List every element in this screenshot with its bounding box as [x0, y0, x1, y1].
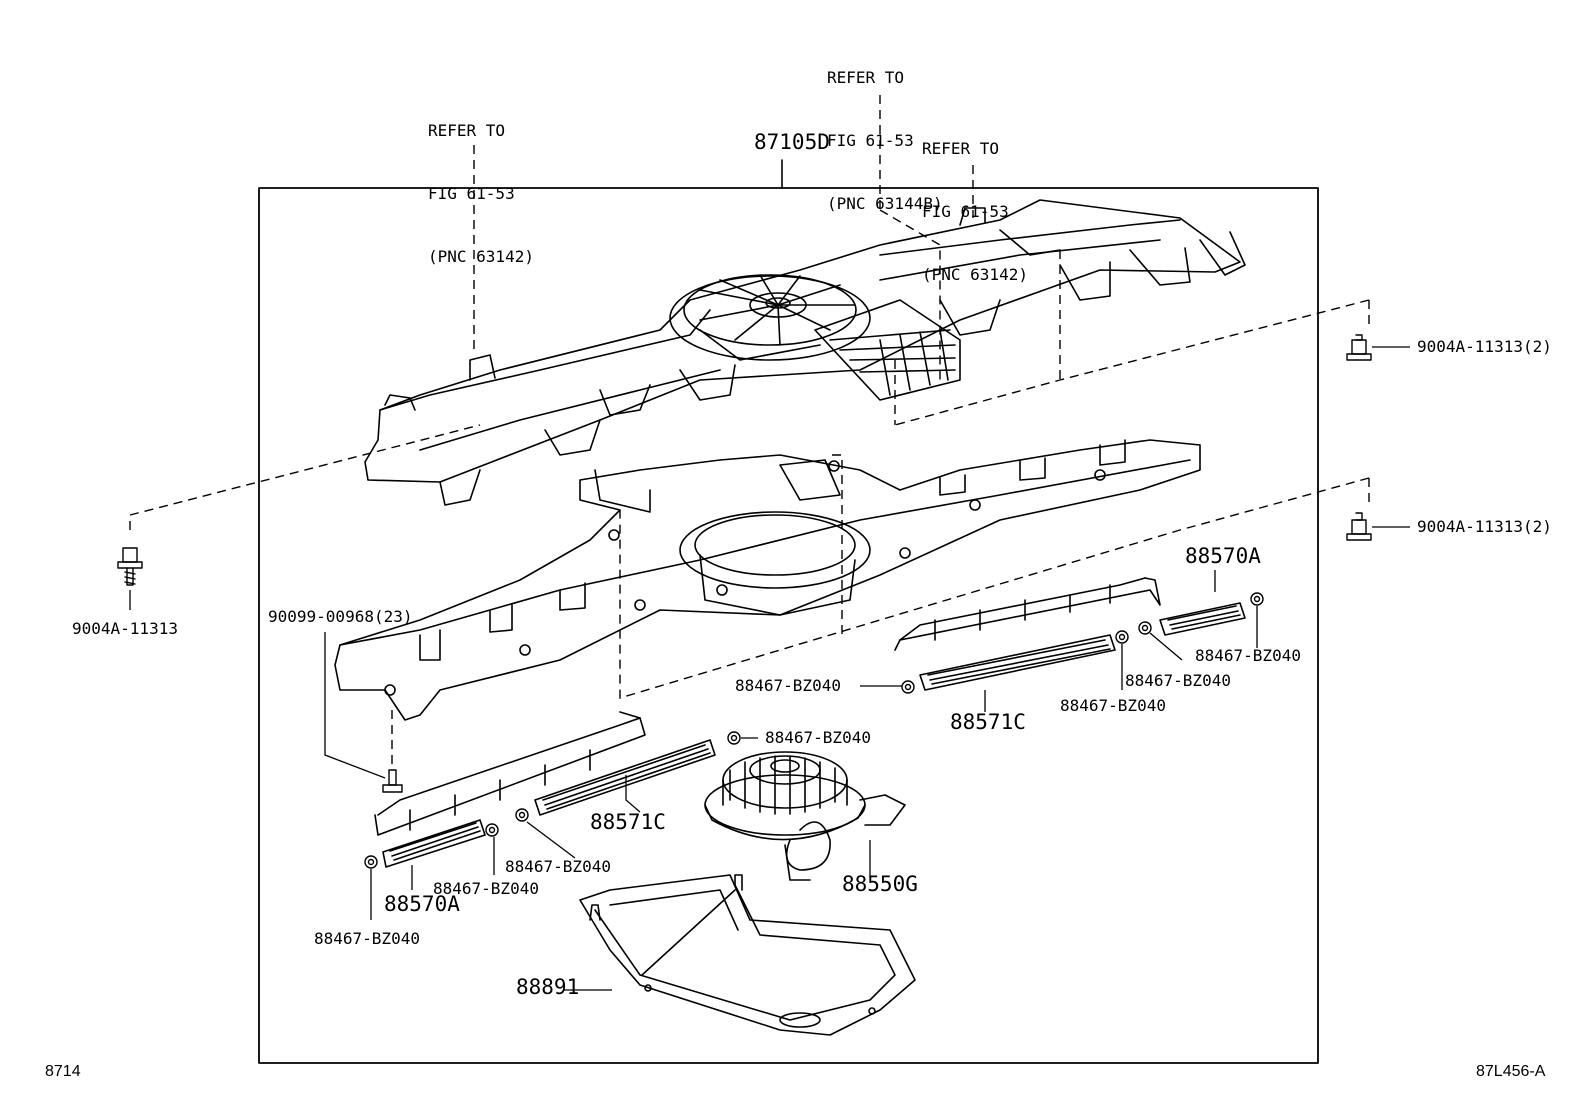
nut-icon — [485, 823, 499, 837]
nut-icon — [1138, 621, 1152, 635]
bolt-right-bottom — [1346, 512, 1372, 541]
ref-line-3: (PNC 63142) — [922, 265, 1028, 284]
left-filter-set — [374, 711, 716, 868]
assembly-frame — [258, 187, 1319, 1064]
nut-group — [364, 592, 1264, 869]
part-label-nut[interactable]: 88467-BZ040 — [1125, 671, 1231, 690]
ref-line-1: REFER TO — [827, 68, 905, 87]
ref-callout-left: REFER TO FIG 61-53 (PNC 63142) — [428, 78, 534, 288]
part-label-nut[interactable]: 88467-BZ040 — [765, 728, 871, 747]
ref-line-2: FIG 61-53 — [428, 184, 515, 203]
part-label-filter-a-left[interactable]: 88570A — [384, 892, 460, 916]
part-label-assembly[interactable]: 87105D — [754, 130, 830, 154]
lower-case — [334, 439, 1201, 721]
ref-callout-center: REFER TO FIG 61-53 (PNC 63144B) — [827, 25, 943, 235]
ref-line-1: REFER TO — [428, 121, 506, 140]
ref-line-2: FIG 61-53 — [827, 131, 914, 150]
part-label-nut[interactable]: 88467-BZ040 — [1060, 696, 1166, 715]
bolt-right-top — [1346, 334, 1372, 361]
ref-callout-right: REFER TO FIG 61-53 (PNC 63142) — [922, 96, 1028, 306]
part-label-filter-c-left[interactable]: 88571C — [590, 810, 666, 834]
right-filter-set — [894, 577, 1246, 691]
part-label-cover[interactable]: 88891 — [516, 975, 580, 999]
part-label-clip-screw[interactable]: 90099-00968(23) — [268, 607, 413, 626]
blower-motor — [704, 751, 906, 881]
nut-icon — [901, 680, 915, 694]
part-label-nut[interactable]: 88467-BZ040 — [735, 676, 841, 695]
part-label-bolt-right-top[interactable]: 9004A-11313(2) — [1417, 337, 1552, 356]
ref-line-1: REFER TO — [922, 139, 1000, 158]
part-label-filter-c-right[interactable]: 88571C — [950, 710, 1026, 734]
part-label-motor[interactable]: 88550G — [842, 872, 918, 896]
upper-duct — [364, 199, 1246, 506]
nut-icon — [1250, 592, 1264, 606]
part-label-bolt-right-bottom[interactable]: 9004A-11313(2) — [1417, 517, 1552, 536]
nut-icon — [727, 731, 741, 745]
part-label-filter-a-right[interactable]: 88570A — [1185, 544, 1261, 568]
ref-line-3: (PNC 63144B) — [827, 194, 943, 213]
part-label-nut[interactable]: 88467-BZ040 — [1195, 646, 1301, 665]
part-label-bolt-left[interactable]: 9004A-11313 — [72, 619, 178, 638]
ref-line-2: FIG 61-53 — [922, 202, 1009, 221]
part-label-nut[interactable]: 88467-BZ040 — [314, 929, 420, 948]
footer-left-code: 8714 — [45, 1063, 81, 1080]
part-label-nut[interactable]: 88467-BZ040 — [433, 879, 539, 898]
bottom-cover — [579, 874, 916, 1036]
footer-right-code: 87L456-A — [1476, 1063, 1546, 1080]
part-label-nut[interactable]: 88467-BZ040 — [505, 857, 611, 876]
nut-icon — [515, 808, 529, 822]
ref-line-3: (PNC 63142) — [428, 247, 534, 266]
clip-screw — [382, 769, 403, 793]
nut-icon — [364, 855, 378, 869]
bolt-left — [117, 547, 143, 586]
nut-icon — [1115, 630, 1129, 644]
